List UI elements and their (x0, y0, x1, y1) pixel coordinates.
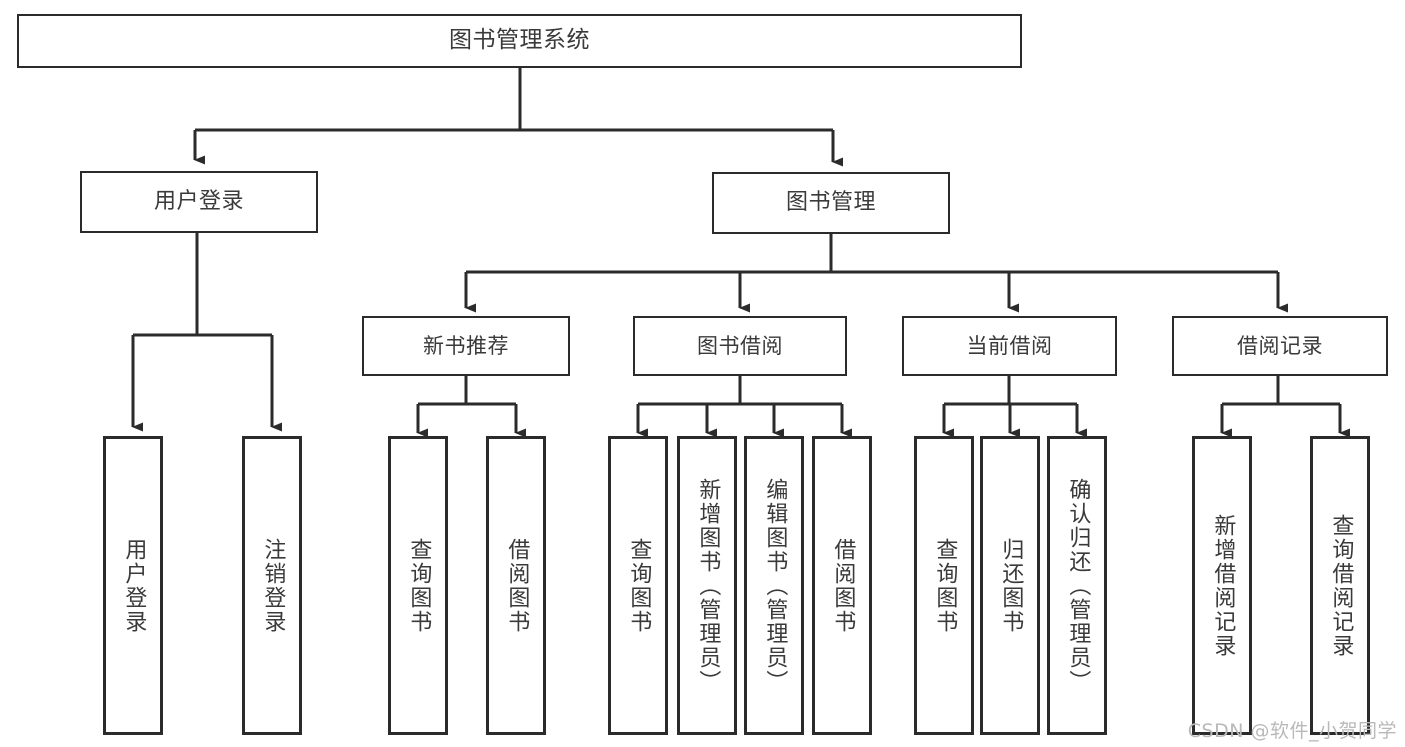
node-label: 新书推荐 (423, 333, 509, 358)
node-label: 查询借阅记录 (1328, 513, 1354, 658)
node-borrow-record[interactable]: 借阅记录 (1172, 316, 1388, 376)
node-leaf-book-borrow-add[interactable]: 新增图书（管理员） (677, 436, 737, 735)
node-label: 图书管理 (785, 190, 876, 216)
node-label: 编辑图书（管理员） (762, 477, 788, 694)
node-label: 用户登录 (121, 537, 147, 634)
node-label: 查询图书 (932, 537, 958, 634)
node-book-management[interactable]: 图书管理 (712, 172, 950, 234)
node-leaf-new-book-borrow[interactable]: 借阅图书 (486, 436, 546, 735)
node-user-login[interactable]: 用户登录 (80, 171, 318, 233)
node-label: 归还图书 (998, 537, 1024, 634)
node-label: 图书借阅 (697, 333, 783, 358)
node-leaf-user-login-signout[interactable]: 注销登录 (242, 436, 302, 735)
node-book-borrow[interactable]: 图书借阅 (633, 316, 847, 376)
node-leaf-book-borrow-query[interactable]: 查询图书 (608, 436, 668, 735)
node-label: 注销登录 (260, 537, 286, 634)
node-label: 用户登录 (153, 189, 244, 215)
node-label: 新增图书（管理员） (695, 477, 721, 694)
node-current-borrow[interactable]: 当前借阅 (902, 316, 1117, 376)
node-label: 确认归还（管理员） (1065, 477, 1091, 694)
node-leaf-new-book-query[interactable]: 查询图书 (388, 436, 448, 735)
node-leaf-book-borrow-lend[interactable]: 借阅图书 (812, 436, 872, 735)
node-leaf-current-borrow-query[interactable]: 查询图书 (914, 436, 974, 735)
node-label: 借阅记录 (1237, 333, 1323, 358)
node-label: 新增借阅记录 (1210, 513, 1236, 658)
node-label: 当前借阅 (966, 333, 1053, 358)
node-root-book-management-system[interactable]: 图书管理系统 (17, 14, 1022, 68)
node-new-book-recommend[interactable]: 新书推荐 (362, 316, 570, 376)
node-leaf-current-borrow-return[interactable]: 归还图书 (980, 436, 1040, 735)
node-label: 查询图书 (406, 537, 432, 634)
node-leaf-current-borrow-confirm[interactable]: 确认归还（管理员） (1047, 436, 1107, 735)
node-label: 查询图书 (626, 537, 652, 634)
node-label: 图书管理系统 (449, 27, 590, 54)
node-label: 借阅图书 (504, 537, 530, 634)
node-leaf-borrow-record-add[interactable]: 新增借阅记录 (1192, 436, 1252, 735)
node-label: 借阅图书 (830, 537, 856, 634)
node-leaf-book-borrow-edit[interactable]: 编辑图书（管理员） (744, 436, 804, 735)
node-leaf-borrow-record-query[interactable]: 查询借阅记录 (1310, 436, 1370, 735)
node-leaf-user-login-signin[interactable]: 用户登录 (103, 436, 163, 735)
